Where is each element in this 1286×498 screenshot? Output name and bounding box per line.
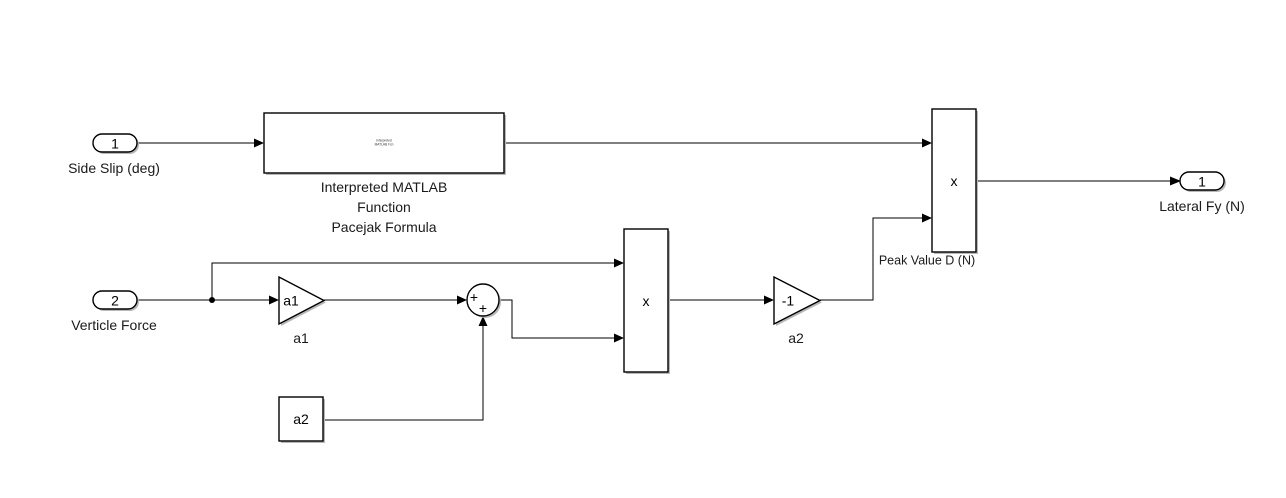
signal-line-product-to-outport[interactable]: [977, 176, 1181, 186]
inport-2-label: Verticle Force: [71, 317, 157, 333]
signal-line-peak-value[interactable]: [820, 213, 932, 301]
outport-1[interactable]: 1: [1179, 171, 1226, 192]
gain-a1-symbol: a1: [283, 293, 299, 309]
fcn-label-line-2: Function: [357, 199, 411, 215]
fcn-label-line-3: Pacejak Formula: [331, 219, 436, 235]
signal-line-sum-to-product[interactable]: [499, 299, 624, 343]
sum-sign-bottom: +: [479, 300, 487, 316]
constant-a2-symbol: a2: [293, 411, 309, 427]
inport-1-label: Side Slip (deg): [68, 160, 160, 176]
outport-1-label: Lateral Fy (N): [1159, 198, 1245, 214]
gain-a1-block[interactable]: a1: [278, 275, 326, 326]
signal-line-branch-to-product[interactable]: [211, 258, 624, 301]
signal-line-gain-a1-to-sum[interactable]: [324, 295, 467, 305]
inport-2-number: 2: [111, 293, 119, 309]
signal-line-force-to-gain-a1[interactable]: [137, 295, 279, 305]
inport-1-number: 1: [111, 136, 119, 152]
outport-1-number: 1: [1198, 174, 1206, 190]
gain-neg1-label: a2: [788, 330, 804, 346]
signal-line-constant-to-sum[interactable]: [324, 316, 488, 421]
signal-line-fcn-to-product[interactable]: [504, 138, 932, 148]
branch-point: [209, 297, 215, 303]
gain-a1-label: a1: [293, 330, 309, 346]
product-block-output[interactable]: x: [931, 108, 978, 254]
sum-sign-left: +: [470, 289, 478, 305]
signal-line-sideslip-to-fcn[interactable]: [137, 138, 264, 148]
inport-2[interactable]: 2: [92, 290, 139, 311]
gain-neg1-symbol: -1: [782, 293, 795, 309]
signal-line-product-to-gain-neg1[interactable]: [669, 295, 774, 305]
interpreted-matlab-fcn-block[interactable]: Interpreted MATLAB Fcn: [263, 112, 506, 175]
fcn-inner-text-2: MATLAB Fcn: [375, 143, 394, 147]
product-block-peak[interactable]: x: [623, 228, 670, 374]
constant-a2-block[interactable]: a2: [278, 396, 325, 443]
product-upper-symbol: x: [951, 173, 958, 189]
inport-1[interactable]: 1: [92, 133, 139, 154]
sum-block[interactable]: + +: [466, 283, 501, 318]
fcn-inner-text-1: Interpreted: [376, 139, 392, 143]
fcn-label-line-1: Interpreted MATLAB: [321, 179, 448, 195]
gain-neg1-block[interactable]: -1: [773, 275, 822, 326]
peak-value-label: Peak Value D (N): [879, 254, 975, 268]
product-lower-symbol: x: [643, 293, 650, 309]
